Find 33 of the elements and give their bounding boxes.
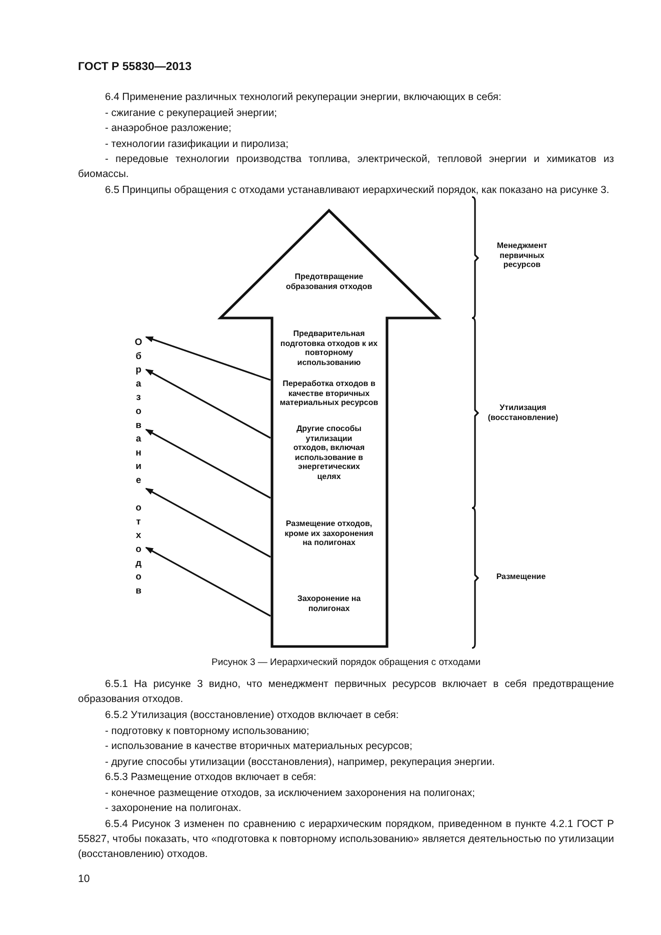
arrow — [145, 428, 271, 499]
hierarchy-level-text: Другие способы утилизации отходов, включая использование в энергетических целях — [290, 424, 368, 482]
body-paragraph: 6.4 Применение различных технологий рекуперации энергии, включающих в себя: — [104, 91, 502, 105]
bracket-label: Менеджмент первичных ресурсов — [496, 241, 548, 270]
body-paragraph: - захоронение на полигонах. — [104, 802, 242, 816]
bracket-label: Размещение — [495, 572, 547, 582]
arrow — [145, 336, 271, 381]
body-paragraph: - анаэробное разложение; — [104, 122, 232, 136]
hierarchy-level-text: Переработка отходов в качестве вторичных материальных ресурсов — [279, 379, 379, 408]
body-paragraph: 6.5.3 Размещение отходов включает в себя: — [104, 771, 318, 785]
bracket-label: Утилизация (восстановление) — [486, 403, 560, 422]
body-paragraph: - сжигание с рекуперацией энергии; — [104, 106, 278, 120]
vertical-side-label: Образование отходов — [132, 337, 144, 600]
body-paragraph: 6.5.1 На рисунке 3 видно, что менеджмент первичных ресурсов включает в себя предотвращение образования отходов. — [78, 678, 614, 708]
body-paragraph: - конечное размещение отходов, за исключением захоронения на полигонах; — [104, 786, 476, 800]
body-paragraph: - другие способы утилизации (восстановления), например, рекуперация энергии. — [104, 756, 496, 770]
figure-caption: Рисунок 3 — Иерархический порядок обращения с отходами — [210, 657, 482, 668]
arrow — [145, 546, 271, 617]
body-paragraph: - подготовку к повторному использованию; — [104, 724, 310, 738]
body-paragraph: - передовые технологии производства топлива, электрической, тепловой энергии и химикатов из биомассы. — [78, 153, 614, 182]
arrow — [145, 368, 271, 439]
arrow — [145, 488, 271, 558]
body-paragraph: - технологии газификации и пиролиза; — [104, 138, 290, 152]
document-header: ГОСТ Р 55830—2013 — [78, 61, 192, 73]
body-paragraph: 6.5.4 Рисунок 3 изменен по сравнению с иерархическим порядком, приведенном в пункте 4.2.1 ГОСТ Р 55827, чтобы показать, что «подготовка к повторному использованию» является деятельностью по утилизации (восстановлению) отходов. — [78, 818, 614, 862]
hierarchy-level-text: Захоронение на полигонах — [290, 594, 368, 614]
hierarchy-level-text: Предварительная подготовка отходов к их повторному использованию — [279, 329, 379, 368]
body-paragraph: - использование в качестве вторичных материальных ресурсов; — [104, 740, 414, 754]
hierarchy-level-text: Предотвращение образования отходов — [283, 272, 375, 292]
hierarchy-level-text: Размещение отходов, кроме их захоронения на полигонах — [279, 519, 379, 548]
page-number: 10 — [78, 873, 90, 885]
body-paragraph: 6.5.2 Утилизация (восстановление) отходов включает в себя: — [104, 709, 400, 723]
body-paragraph: 6.5 Принципы обращения с отходами устанавливают иерархический порядок, как показано на рисунке 3. — [104, 184, 610, 198]
